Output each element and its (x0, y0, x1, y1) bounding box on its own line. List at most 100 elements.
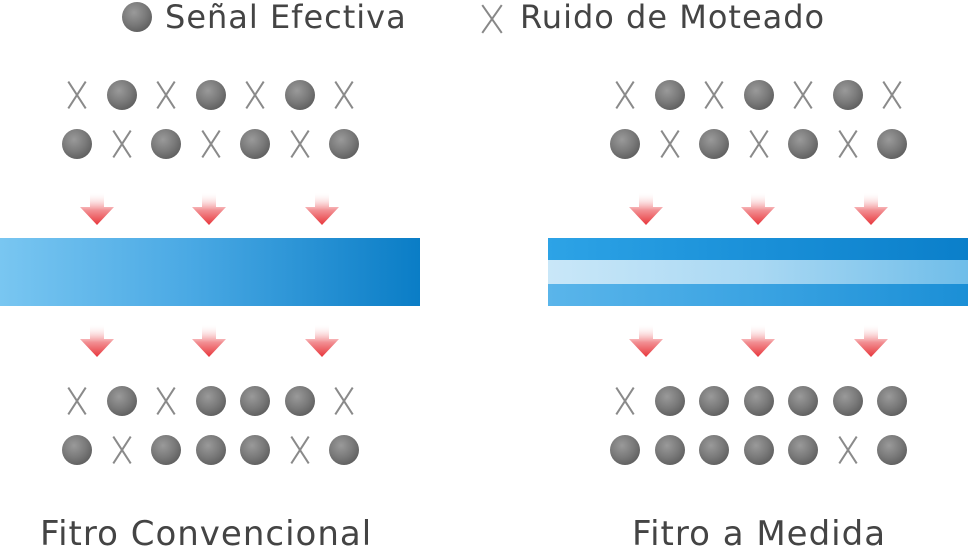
signal-dot-icon (195, 386, 226, 416)
signal-dot-icon (122, 2, 152, 32)
symbol-cell (238, 78, 272, 112)
symbol-cell (60, 78, 94, 112)
signal-dot-icon (329, 435, 359, 465)
custom-filter-band-top (548, 238, 968, 260)
noise-x-icon (875, 78, 909, 112)
down-arrow-icon (628, 324, 664, 358)
down-arrow-icon (628, 192, 664, 226)
noise-x-icon (608, 78, 642, 112)
symbol-cell (105, 384, 139, 418)
symbol-cell (608, 127, 642, 161)
signal-dot-icon (743, 435, 774, 465)
down-arrow-icon (79, 324, 115, 358)
noise-x-icon (831, 127, 865, 161)
symbol-cell (194, 384, 228, 418)
symbol-cell (742, 127, 776, 161)
down-arrow-icon (304, 192, 340, 226)
symbol-cell (786, 127, 820, 161)
signal-dot-icon (877, 129, 907, 159)
noise-x-icon (786, 78, 820, 112)
symbol-cell (653, 78, 687, 112)
symbol-cell (149, 433, 183, 467)
signal-dot-icon (877, 435, 907, 465)
noise-x-icon (608, 384, 642, 418)
symbol-cell (149, 384, 183, 418)
symbol-cell (786, 433, 820, 467)
symbol-cell (653, 433, 687, 467)
noise-x-icon (194, 127, 228, 161)
symbol-cell (875, 384, 909, 418)
symbol-cell (238, 433, 272, 467)
signal-dot-icon (699, 386, 729, 416)
symbol-cell (327, 384, 361, 418)
signal-dot-icon (151, 435, 181, 465)
signal-dot-icon (106, 80, 137, 110)
noise-x-icon (653, 127, 687, 161)
symbol-cell (105, 127, 139, 161)
symbol-cell (283, 127, 317, 161)
noise-x-icon (742, 127, 776, 161)
symbol-cell (831, 127, 865, 161)
symbol-cell (194, 78, 228, 112)
symbol-cell (608, 78, 642, 112)
noise-x-icon (327, 384, 361, 418)
signal-dot-icon (240, 435, 270, 465)
down-arrow-icon (79, 192, 115, 226)
symbol-cell (875, 78, 909, 112)
symbol-cell (742, 384, 776, 418)
noise-x-icon (105, 127, 139, 161)
signal-dot-icon (329, 129, 359, 159)
custom-filter-bar (548, 238, 968, 306)
signal-dot-icon (240, 129, 270, 159)
symbol-cell (327, 78, 361, 112)
signal-dot-icon (195, 435, 226, 465)
signal-dot-icon (654, 386, 685, 416)
symbol-cell (697, 127, 731, 161)
legend-signal: Señal Efectiva (120, 0, 407, 36)
caption-conventional: Fitro Convencional (40, 514, 373, 547)
signal-dot-icon (240, 386, 270, 416)
symbol-cell (105, 78, 139, 112)
down-arrow-icon (853, 324, 889, 358)
symbol-cell (786, 78, 820, 112)
noise-x-icon (60, 78, 94, 112)
symbol-cell (105, 433, 139, 467)
noise-x-icon (831, 433, 865, 467)
symbol-cell (608, 384, 642, 418)
symbol-cell (327, 433, 361, 467)
symbol-cell (697, 384, 731, 418)
signal-dot-icon (788, 435, 818, 465)
symbol-cell (786, 384, 820, 418)
symbol-cell (283, 384, 317, 418)
legend-noise-label: Ruido de Moteado (520, 0, 826, 36)
down-arrow-icon (191, 324, 227, 358)
noise-x-icon (105, 433, 139, 467)
noise-x-icon (697, 78, 731, 112)
symbol-cell (742, 433, 776, 467)
signal-dot-icon (832, 386, 863, 416)
signal-dot-icon (610, 435, 640, 465)
symbol-cell (831, 78, 865, 112)
down-arrow-icon (740, 192, 776, 226)
noise-x-icon (327, 78, 361, 112)
symbol-cell (283, 433, 317, 467)
symbol-cell (60, 433, 94, 467)
signal-dot-icon (106, 386, 137, 416)
down-arrow-icon (304, 324, 340, 358)
symbol-cell (831, 384, 865, 418)
noise-x-icon (238, 78, 272, 112)
noise-x-icon (283, 127, 317, 161)
legend-noise: Ruido de Moteado (478, 0, 826, 36)
symbol-cell (60, 384, 94, 418)
noise-x-icon (149, 384, 183, 418)
down-arrow-icon (740, 324, 776, 358)
custom-filter-band-bottom (548, 284, 968, 306)
symbol-cell (149, 78, 183, 112)
symbol-cell (875, 433, 909, 467)
symbol-cell (194, 127, 228, 161)
symbol-cell (653, 384, 687, 418)
signal-dot-icon (62, 129, 92, 159)
signal-dot-icon (788, 386, 818, 416)
signal-dot-icon (699, 435, 729, 465)
